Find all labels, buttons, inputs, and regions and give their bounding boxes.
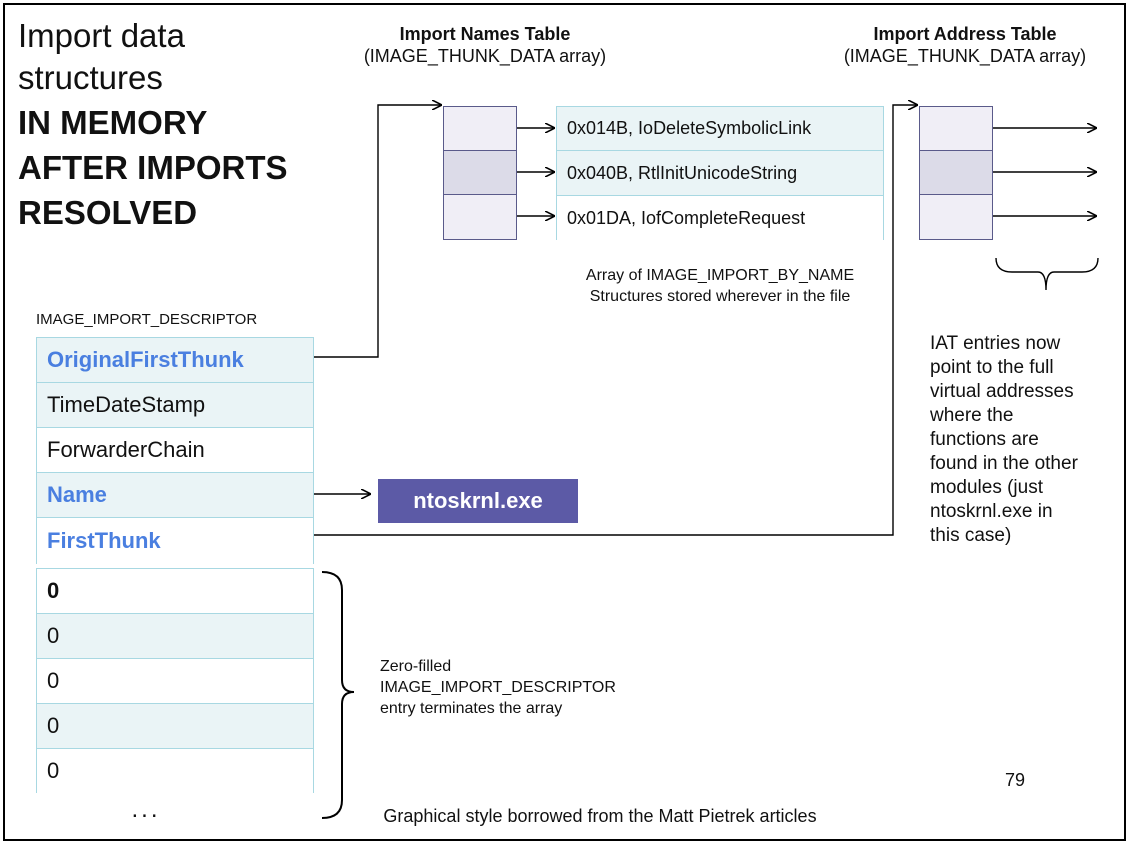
ellipsis: ... <box>131 796 161 823</box>
slide-frame <box>3 3 1126 841</box>
zero-field: 0 <box>37 614 313 659</box>
iat-note: IAT entries now point to the full virtua… <box>930 332 1078 548</box>
iat-header-title: Import Address Table <box>873 24 1057 44</box>
zero-field: 0 <box>37 659 313 704</box>
import-by-name-entry: 0x014B, IoDeleteSymbolicLink <box>557 107 883 151</box>
footer-credit: Graphical style borrowed from the Matt P… <box>383 806 817 826</box>
import-address-table <box>919 106 993 240</box>
iat-note-line: this case) <box>930 525 1012 546</box>
title-line-3: IN MEMORY <box>18 104 208 141</box>
int-slot <box>444 107 516 151</box>
zero-field: 0 <box>37 569 313 614</box>
import-by-name-entry: 0x01DA, IofCompleteRequest <box>557 196 883 240</box>
zero-field: 0 <box>37 704 313 749</box>
originalfirstthunk-arrow <box>314 105 441 358</box>
zero-caption: Zero-filled IMAGE_IMPORT_DESCRIPTOR entr… <box>380 656 616 719</box>
int-header-title: Import Names Table <box>399 24 571 44</box>
iat-note-line: where the <box>930 405 1014 426</box>
import-names-table <box>443 106 517 240</box>
iat-header-subtitle: (IMAGE_THUNK_DATA array) <box>843 46 1087 66</box>
firstthunk-arrow <box>314 105 917 536</box>
import-by-name-caption-2: Structures stored wherever in the file <box>589 288 851 305</box>
descriptor-field-timedatestamp: TimeDateStamp <box>37 383 313 428</box>
zero-caption-line: Zero-filled <box>380 658 452 675</box>
iat-note-line: IAT entries now <box>930 333 1061 354</box>
zero-caption-line: entry terminates the array <box>380 700 563 717</box>
page-number: 79 <box>1005 770 1026 790</box>
title-line-5: RESOLVED <box>18 194 198 231</box>
iat-note-line: modules (just <box>930 477 1043 498</box>
descriptor-field-firstthunk: FirstThunk <box>37 518 313 564</box>
iat-slot <box>920 151 992 195</box>
iat-note-line: ntoskrnl.exe in <box>930 501 1053 522</box>
iat-slot <box>920 107 992 151</box>
title-line-1: Import data <box>18 17 185 54</box>
zero-caption-line: IMAGE_IMPORT_DESCRIPTOR <box>380 679 616 696</box>
iat-note-line: point to the full <box>930 357 1054 378</box>
int-slot <box>444 195 516 239</box>
descriptor-field-forwarderchain: ForwarderChain <box>37 428 313 473</box>
iat-slot <box>920 195 992 239</box>
title-line-4: AFTER IMPORTS <box>18 149 288 186</box>
zero-descriptor-table: 0 0 0 0 0 <box>36 568 314 793</box>
int-header-subtitle: (IMAGE_THUNK_DATA array) <box>363 46 607 66</box>
import-by-name-table: 0x014B, IoDeleteSymbolicLink 0x040B, Rtl… <box>556 106 884 240</box>
import-descriptor-table: OriginalFirstThunk TimeDateStamp Forward… <box>36 337 314 564</box>
zero-field: 0 <box>37 749 313 793</box>
title-line-2: structures <box>18 59 163 96</box>
import-by-name-entry: 0x040B, RtlInitUnicodeString <box>557 151 883 196</box>
descriptor-field-originalfirstthunk: OriginalFirstThunk <box>37 338 313 383</box>
int-slot <box>444 151 516 195</box>
import-by-name-caption-1: Array of IMAGE_IMPORT_BY_NAME <box>585 267 855 284</box>
zero-entry-brace <box>321 571 355 819</box>
iat-note-line: found in the other <box>930 453 1078 474</box>
descriptor-label: IMAGE_IMPORT_DESCRIPTOR <box>36 311 258 328</box>
descriptor-field-name: Name <box>37 473 313 518</box>
iat-note-line: virtual addresses <box>930 381 1074 402</box>
iat-brace <box>995 257 1099 291</box>
dll-name-box: ntoskrnl.exe <box>378 479 578 523</box>
iat-note-line: functions are <box>930 429 1039 450</box>
